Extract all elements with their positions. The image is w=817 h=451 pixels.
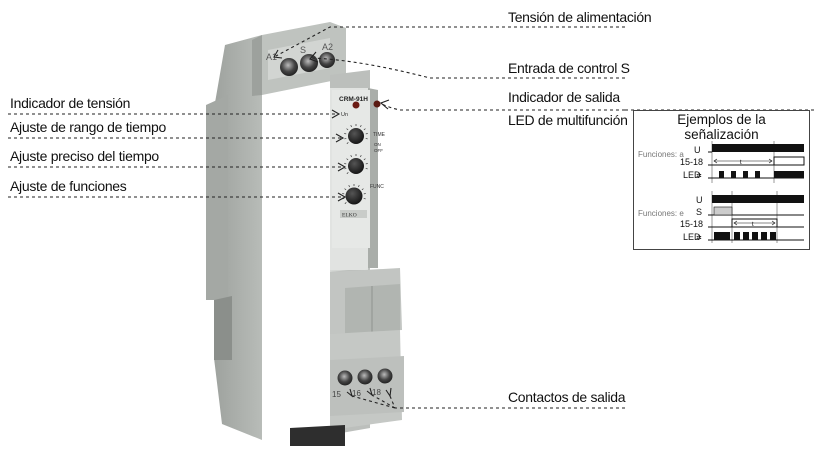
ex1-function-label: Funciones: a	[638, 150, 684, 159]
panel-title-line2: señalización	[684, 127, 759, 142]
terminal-18-text: 18	[372, 388, 381, 397]
label-supply-voltage: Tensión de alimentación	[508, 9, 652, 25]
ex2-t-text: t	[752, 222, 754, 228]
led-icon: ✲	[696, 172, 702, 180]
timing-diagrams: t t	[696, 141, 805, 243]
dial-tick	[346, 158, 349, 161]
label-voltage-indicator: Indicador de tensión	[10, 95, 131, 111]
panel-title-line1: Ejemplos de la	[677, 112, 766, 127]
dial-tick	[346, 128, 349, 131]
brand-text: ELKO	[342, 213, 357, 219]
model-text: CRM-91H	[339, 96, 368, 103]
terminal-16-text: 16	[352, 389, 361, 398]
func-text: FUNC	[370, 184, 384, 190]
dial-tick	[344, 202, 347, 204]
terminal-a2-text: A2	[322, 42, 333, 52]
un-text: Un	[341, 112, 348, 118]
dial-tick	[358, 185, 360, 188]
ex2-s-signal	[713, 206, 733, 216]
label-functions: Ajuste de funciones	[10, 178, 127, 194]
screw-15	[337, 370, 353, 386]
ex1-u-signal	[712, 144, 804, 152]
ex2-row-u: U	[696, 195, 703, 205]
control-face: CRM-91H Un TIME ON OFF FUNC ELKO	[332, 90, 386, 248]
ex2-function-label: Funciones: e	[638, 209, 684, 218]
ex1-t-text: t	[740, 160, 742, 166]
leader-supply-voltage	[275, 26, 625, 57]
ex2-u-signal	[712, 195, 804, 203]
fine-time-knob[interactable]	[348, 158, 364, 174]
housing-side	[206, 35, 262, 440]
ex1-row-led: LED	[683, 170, 701, 180]
on-text: ON	[374, 142, 381, 147]
terminal-15-text: 15	[332, 390, 341, 399]
dial-tick	[363, 158, 366, 161]
terminal-s-text: S	[300, 45, 306, 55]
arrowheads	[273, 49, 392, 398]
screw-18	[377, 368, 393, 384]
screw-s	[300, 54, 318, 72]
screw-a1	[280, 58, 298, 76]
timing-ex1: t	[708, 141, 805, 183]
label-multifunction-led: LED de multifunción	[508, 112, 628, 128]
dial-tick	[360, 125, 362, 128]
ex2-row-s: S	[696, 207, 703, 217]
leader-control-input	[311, 57, 625, 79]
off-text: OFF	[374, 148, 383, 153]
dial-tick	[346, 142, 349, 144]
voltage-led	[352, 101, 360, 109]
leader-output-contacts	[351, 394, 625, 409]
function-knob[interactable]	[345, 187, 363, 205]
ex1-row-out: 15-18	[680, 157, 704, 167]
terminal-a1-text: A1	[266, 52, 277, 62]
label-time-range: Ajuste de rango de tiempo	[10, 119, 166, 135]
ex1-output-signal	[773, 156, 805, 166]
ex1-row-u: U	[694, 145, 701, 155]
label-output-indicator: Indicador de salida	[508, 89, 620, 105]
time-range-knob[interactable]	[348, 128, 364, 144]
ex2-row-out: 15-18	[680, 219, 704, 229]
timing-ex2: t	[708, 191, 804, 243]
screw-16	[357, 369, 373, 385]
dial-tick	[360, 155, 362, 158]
dial-tick	[350, 155, 352, 158]
dial-tick	[346, 172, 349, 174]
time-text: TIME	[373, 132, 386, 138]
dial-tick	[344, 188, 347, 191]
signal-examples-panel: Ejemplos de la señalización Funciones: a…	[633, 110, 810, 250]
label-output-contacts: Contactos de salida	[508, 389, 626, 405]
dial-tick	[361, 188, 364, 191]
dial-tick	[348, 185, 350, 188]
label-fine-time: Ajuste preciso del tiempo	[10, 148, 159, 164]
led-icon: ✲	[696, 234, 702, 242]
dial-tick	[350, 125, 352, 128]
output-led	[373, 100, 381, 108]
dial-tick	[363, 128, 366, 131]
label-control-input: Entrada de control S	[508, 60, 630, 76]
ex2-output-signal	[731, 218, 778, 228]
ex2-row-led: LED	[683, 232, 701, 242]
screw-a2	[319, 52, 335, 68]
